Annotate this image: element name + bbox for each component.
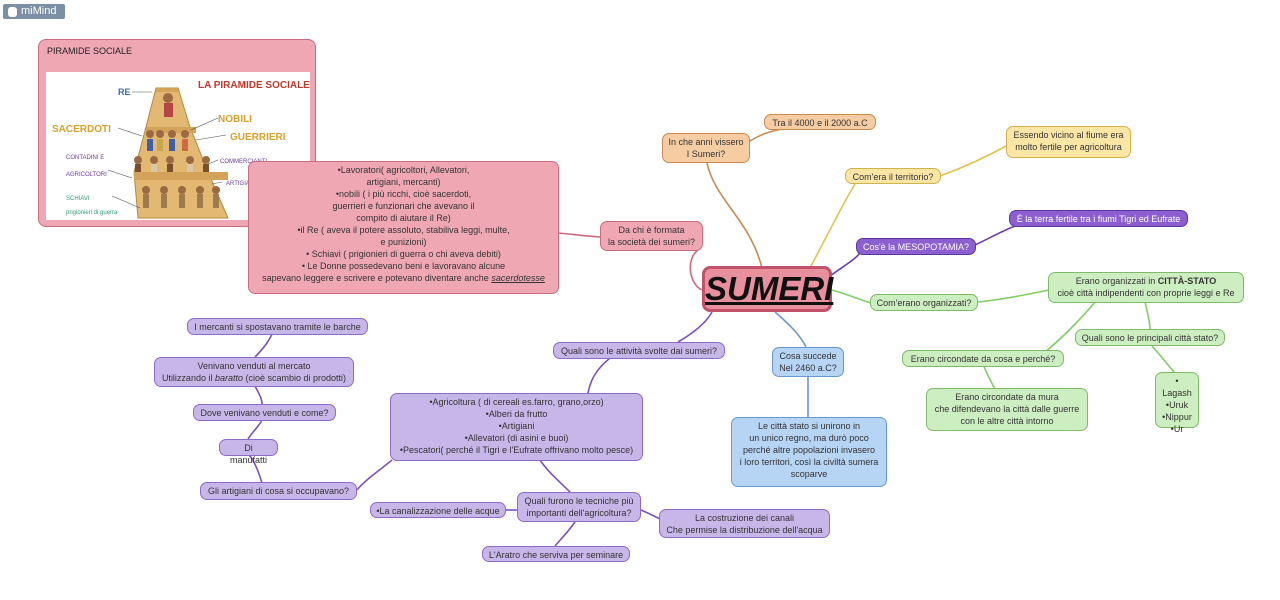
pyramid-drawing: LA PIRAMIDE SOCIALE RE NOBILI SACERDOTI … (52, 80, 310, 219)
node-mesopotamia-answer[interactable]: È la terra fertile tra i fiumi Tigri ed … (1009, 210, 1188, 227)
edge-venduti (254, 385, 263, 405)
edge-dove (247, 419, 263, 440)
edge-attivita (677, 311, 713, 343)
node-principali-answer[interactable]: • Lagash •Uruk •Nippur •Ur (1155, 372, 1199, 434)
label-commercianti: COMMERCIANTI (220, 159, 267, 165)
node-tecniche-question[interactable]: Quali furono le tecniche più importanti … (517, 492, 641, 522)
label-nobili: NOBILI (218, 114, 252, 125)
venduti-text-line1: Venivano venduti al mercato (197, 361, 311, 371)
edge-artigiani (356, 459, 393, 491)
node-mercanti[interactable]: I mercanti si spostavano tramite le barc… (187, 318, 368, 335)
edge-principali-answer (1151, 345, 1176, 374)
edge-territorio-answer (939, 144, 1009, 177)
edge-organizzati (831, 289, 872, 304)
edge-circondate-answer (983, 365, 996, 390)
node-succede-question[interactable]: Cosa succede Nel 2460 a.C? (772, 347, 844, 377)
node-attivita-answer[interactable]: •Agricoltura ( di cereali es.farro, gran… (390, 393, 643, 461)
venduti-text-pre: Utilizzando il (161, 373, 215, 383)
pyramid-panel[interactable]: PIRAMIDE SOCIALE (38, 39, 316, 227)
node-territorio-question[interactable]: Com'era il territorio? (845, 168, 941, 184)
edge-territorio (809, 183, 856, 269)
node-mesopotamia-question[interactable]: Cos'è la MESOPOTAMIA? (856, 238, 976, 255)
label-contadini: CONTADINI E (66, 155, 104, 161)
edge-aratro (554, 521, 576, 547)
organizzati-text-pre: Erano organizzati in (1075, 276, 1158, 286)
venduti-text-post: (cioè scambio di prodotti) (243, 373, 347, 383)
central-topic[interactable]: SUMERI (702, 266, 833, 312)
formata-text: •Lavoratori( agricoltori, Allevatori, ar… (297, 165, 510, 271)
node-formata-answer[interactable]: •Lavoratori( agricoltori, Allevatori, ar… (248, 161, 559, 294)
label-schiavi: SCHIAVI (66, 196, 90, 202)
formata-text-last: sapevano leggere e scrivere e potevano d… (262, 273, 492, 283)
node-aratro[interactable]: L'Aratro che serviva per seminare (482, 546, 630, 562)
edge-mesopotamia-answer (974, 225, 1016, 246)
edge-manufatti (248, 454, 263, 484)
edge-organizzati-answer (976, 289, 1050, 303)
node-organizzati-question[interactable]: Com'erano organizzati? (870, 294, 978, 311)
edge-anni (706, 162, 763, 269)
pyramid-panel-title: PIRAMIDE SOCIALE (47, 46, 133, 56)
node-succede-answer[interactable]: Le città stato si unirono in un unico re… (731, 417, 887, 487)
node-circondate-answer[interactable]: Erano circondate da mura che difendevano… (926, 388, 1088, 431)
venduti-text-italic: baratto (214, 373, 243, 383)
edge-formata (689, 249, 703, 291)
node-territorio-answer[interactable]: Essendo vicino al fiume era molto fertil… (1006, 126, 1131, 158)
pyramid-image-title: LA PIRAMIDE SOCIALE (198, 80, 310, 91)
node-circondate-question[interactable]: Erano circondate da cosa e perché? (902, 350, 1064, 367)
node-anni-question[interactable]: In che anni vissero I Sumeri? (662, 133, 750, 163)
node-anni-answer[interactable]: Tra il 4000 e il 2000 a.C (764, 114, 876, 130)
mimind-logo[interactable]: miMind (3, 4, 65, 19)
edge-formata-answer (557, 232, 601, 238)
organizzati-text-line2: cioè città indipendenti con proprie legg… (1057, 288, 1235, 298)
formata-text-italic: sacerdotesse (491, 273, 545, 283)
node-canali[interactable]: La costruzione dei canali Che permise la… (659, 509, 830, 538)
label-prigionieri: prigionieri di guerra (66, 210, 118, 216)
edge-succede (774, 311, 807, 348)
label-guerrieri: GUERRIERI (230, 132, 286, 143)
edge-canali (640, 509, 661, 520)
label-agricoltori: AGRICOLTORI (66, 172, 107, 178)
edge-mercanti (254, 333, 273, 358)
node-dove-venduti[interactable]: Dove venivano venduti e come? (193, 404, 336, 421)
label-re: RE (118, 87, 131, 97)
edge-anni-answer (747, 127, 791, 143)
node-principali-question[interactable]: Quali sono le principali città stato? (1075, 329, 1225, 346)
node-manufatti[interactable]: Di manufatti (219, 439, 278, 465)
edge-principali (1144, 301, 1151, 330)
edge-tecniche (539, 459, 571, 493)
edge-circondate (1044, 301, 1096, 353)
logo-text: miMind (21, 5, 57, 17)
node-canalizzazione[interactable]: •La canalizzazione delle acque (370, 502, 506, 518)
node-formata-question[interactable]: Da chi è formata la società dei sumeri? (600, 221, 703, 251)
label-sacerdoti: SACERDOTI (52, 124, 111, 135)
label-artigiani: ARTIGIANI (226, 181, 256, 187)
edge-attivita-answer (587, 357, 611, 394)
edge-mesopotamia (829, 249, 863, 277)
node-attivita-question[interactable]: Quali sono le attività svolte dai sumeri… (553, 342, 725, 359)
mimind-icon (8, 6, 17, 17)
organizzati-text-bold: CITTÀ-STATO (1157, 276, 1217, 286)
node-artigiani-question[interactable]: Gli artigiani di cosa si occupavano? (200, 482, 357, 500)
node-organizzati-answer[interactable]: Erano organizzati in CITTÀ-STATO cioè cit… (1048, 272, 1244, 303)
